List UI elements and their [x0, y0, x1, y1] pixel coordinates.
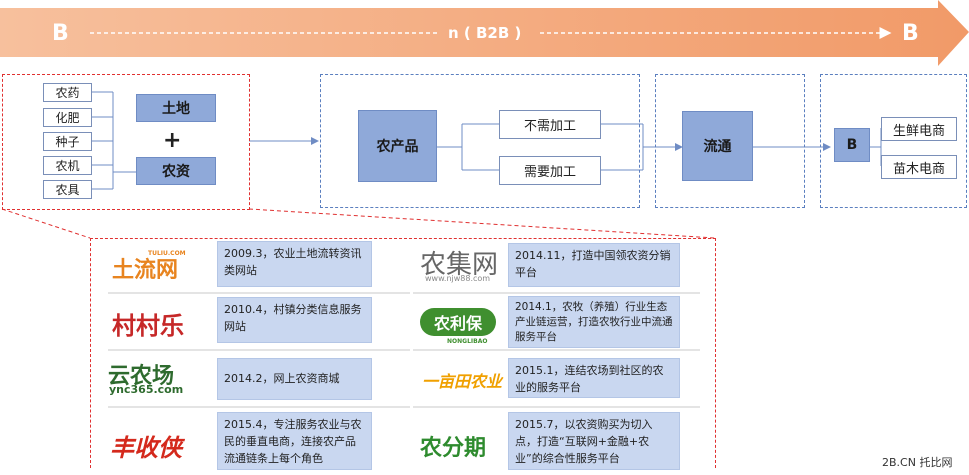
buyer-stage	[820, 74, 967, 208]
nonglibao-logo-sub: NONGLIBAO	[447, 338, 488, 345]
yunnongchang-logo-sub: ync365.com	[109, 383, 184, 396]
fengshouxia-desc: 2015.4，专注服务农业与农民的垂直电商，连接农产品流通链条上每个角色	[217, 412, 372, 470]
header-arrow	[0, 0, 969, 66]
input-pesticide: 农药	[43, 83, 92, 102]
land-box: 土地	[136, 94, 216, 122]
fresh-ecommerce-box: 生鲜电商	[881, 117, 957, 141]
nonglibao-desc: 2014.1，农牧（养殖）行业生态产业链运营，打造农牧行业中流通服务平台	[508, 296, 680, 348]
yunnongchang-desc: 2014.2，网上农资商城	[217, 358, 372, 400]
input-tools: 农具	[43, 180, 92, 199]
tuliu-logo-sub: TULIU.COM	[148, 250, 186, 257]
inputs-group	[2, 74, 250, 210]
nongfenqi-desc: 2015.7，以农资购买为切入点，打造“互联网+金融+农业”的综合性服务平台	[508, 412, 680, 470]
tuliu-desc: 2009.3，农业土地流转资讯类网站	[217, 241, 372, 287]
nonglibao-logo: 农利保	[420, 308, 496, 336]
product-stage	[320, 74, 640, 208]
circulation-box: 流通	[682, 111, 753, 181]
ymt-logo: 一亩田农业	[422, 372, 503, 391]
companies-group	[90, 238, 716, 468]
yunnongchang-logo: 云农场	[108, 364, 175, 389]
seedling-ecommerce-box: 苗木电商	[881, 155, 957, 179]
nongjiwang-desc: 2014.11，打造中国领农资分销平台	[508, 243, 680, 287]
header-left-label: B	[52, 21, 69, 46]
input-fertilizer: 化肥	[43, 108, 92, 127]
cunlecun-desc: 2010.4，村镇分类信息服务网站	[217, 297, 372, 343]
circulation-stage	[655, 74, 805, 208]
cunlecun-logo: 村村乐	[112, 312, 184, 340]
input-seeds: 种子	[43, 132, 92, 151]
header-right-label: B	[902, 21, 919, 46]
fengshouxia-logo: 丰收侠	[110, 434, 182, 462]
nongfenqi-logo: 农分期	[420, 436, 487, 461]
tuliu-logo: 土流网	[112, 258, 179, 283]
ymt-desc: 2015.1，连结农场到社区的农业的服务平台	[508, 358, 680, 398]
no-processing-box: 不需加工	[499, 110, 601, 139]
agri-product-box: 农产品	[358, 110, 437, 182]
plus-sign: +	[163, 128, 182, 153]
nongjiwang-logo: 农集网	[420, 250, 499, 280]
needs-processing-box: 需要加工	[499, 156, 601, 185]
nongjiwang-logo-sub: www.njw88.com	[425, 274, 491, 283]
watermark: 2B.CN 托比网	[882, 456, 953, 469]
buyer-box: B	[834, 128, 870, 162]
agri-assets-box: 农资	[136, 157, 216, 185]
input-machinery: 农机	[43, 156, 92, 175]
header-middle-label: n ( B2B )	[448, 24, 522, 42]
